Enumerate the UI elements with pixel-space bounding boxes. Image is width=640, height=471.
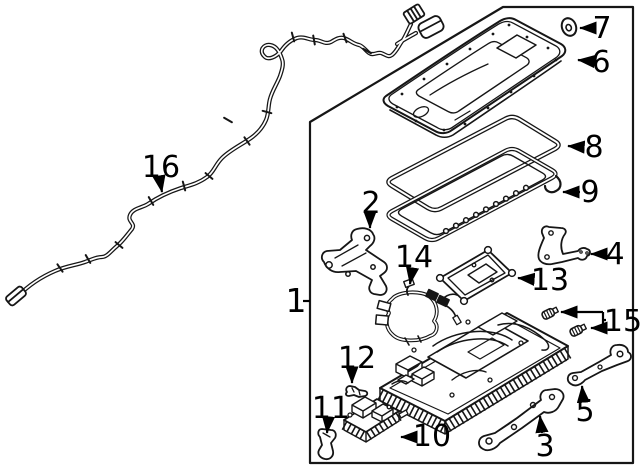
callout-14-label[interactable]: 14 bbox=[395, 240, 433, 275]
callout-8-label[interactable]: 8 bbox=[584, 130, 603, 165]
callout-9-label[interactable]: 9 bbox=[580, 175, 599, 210]
callout-2-label[interactable]: 2 bbox=[361, 186, 380, 221]
bracket-2 bbox=[320, 227, 388, 296]
callout-12[interactable]: 12 bbox=[338, 341, 376, 384]
callout-7-label[interactable]: 7 bbox=[592, 11, 611, 46]
harness-ring-14 bbox=[374, 277, 462, 346]
callout-15[interactable]: 15 bbox=[560, 304, 640, 339]
callout-9[interactable]: 9 bbox=[562, 175, 600, 210]
module-plate-13 bbox=[435, 245, 517, 306]
harness-end-connector bbox=[5, 285, 27, 307]
bracket-3 bbox=[478, 388, 565, 452]
callout-2[interactable]: 2 bbox=[361, 186, 381, 229]
callout-13[interactable]: 13 bbox=[517, 263, 569, 298]
callout-13-label[interactable]: 13 bbox=[531, 263, 569, 298]
pack-connector-cluster bbox=[395, 355, 435, 387]
callout-5[interactable]: 5 bbox=[575, 385, 595, 429]
callout-4-label[interactable]: 4 bbox=[605, 237, 624, 272]
callout-8[interactable]: 8 bbox=[567, 130, 604, 165]
bracket-5 bbox=[566, 343, 632, 387]
callout-1[interactable]: 1 bbox=[286, 281, 311, 320]
callout-11[interactable]: 11 bbox=[312, 391, 350, 434]
callout-1-label[interactable]: 1 bbox=[286, 281, 307, 320]
callout-14[interactable]: 14 bbox=[395, 240, 433, 285]
bolts-15 bbox=[541, 306, 587, 337]
callout-16-label[interactable]: 16 bbox=[142, 150, 180, 185]
callout-4[interactable]: 4 bbox=[590, 237, 625, 272]
seal-bead-row bbox=[442, 184, 530, 235]
callout-15-label[interactable]: 15 bbox=[604, 304, 640, 339]
assembly-boundary-box bbox=[308, 5, 635, 465]
wire-harness-16 bbox=[5, 3, 445, 307]
grommet-7 bbox=[560, 17, 578, 37]
clip-12 bbox=[345, 385, 369, 398]
battery-cover-6 bbox=[382, 17, 567, 139]
battery-pack-assembly bbox=[377, 312, 572, 435]
cover-gasket-8 bbox=[389, 117, 559, 210]
bracket-4 bbox=[537, 225, 591, 266]
cover-bolt-holes bbox=[395, 23, 558, 132]
bracket-11 bbox=[317, 428, 337, 461]
callout-11-label[interactable]: 11 bbox=[312, 391, 350, 426]
harness-paddle-connector bbox=[417, 15, 445, 39]
callout-6-label[interactable]: 6 bbox=[591, 45, 610, 80]
callout-12-label[interactable]: 12 bbox=[338, 341, 376, 376]
harness-ribbed-connector bbox=[402, 3, 426, 25]
callout-10[interactable]: 10 bbox=[400, 419, 451, 454]
callout-3[interactable]: 3 bbox=[535, 415, 555, 464]
callout-7[interactable]: 7 bbox=[579, 11, 612, 46]
callout-3-label[interactable]: 3 bbox=[535, 429, 554, 464]
junction-box-10 bbox=[341, 396, 409, 443]
callout-10-label[interactable]: 10 bbox=[413, 419, 451, 454]
callout-6[interactable]: 6 bbox=[577, 45, 611, 80]
callout-5-label[interactable]: 5 bbox=[575, 394, 594, 429]
callouts: 1 2 3 4 5 6 7 8 bbox=[142, 11, 640, 464]
harness-clip-ticks bbox=[56, 31, 372, 273]
callout-16[interactable]: 16 bbox=[142, 150, 180, 193]
seal-9 bbox=[389, 149, 562, 240]
